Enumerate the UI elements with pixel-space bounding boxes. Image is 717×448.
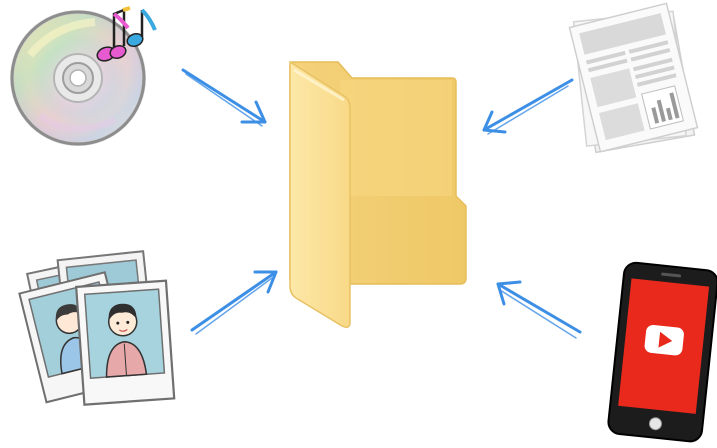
arrow-from-photos bbox=[192, 272, 276, 334]
newspaper-icon bbox=[569, 3, 697, 152]
smartphone-video-icon bbox=[607, 262, 717, 443]
arrow-from-cd bbox=[183, 70, 265, 126]
cd-with-music-notes-icon bbox=[10, 8, 155, 146]
arrow-from-phone bbox=[498, 282, 580, 338]
photo-prints-icon bbox=[19, 251, 174, 404]
folder-icon bbox=[290, 62, 466, 327]
arrow-from-newspaper bbox=[484, 80, 572, 134]
